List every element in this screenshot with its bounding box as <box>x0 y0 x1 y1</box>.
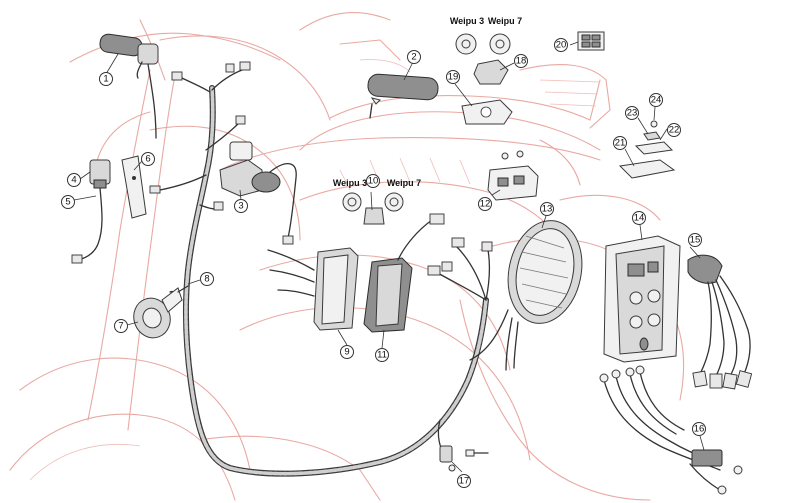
connector-label-mid-right: Weipu 7 <box>387 178 421 188</box>
callout-6: 6 <box>141 152 155 166</box>
svg-text:4: 4 <box>71 175 76 186</box>
callout-11: 11 <box>375 348 389 362</box>
callout-10: 10 <box>366 174 380 188</box>
callout-16: 16 <box>692 422 706 436</box>
callout-18: 18 <box>514 54 528 68</box>
callout-21: 21 <box>613 136 627 150</box>
svg-text:10: 10 <box>368 176 379 187</box>
svg-text:12: 12 <box>480 199 491 210</box>
motor-cover <box>505 220 583 371</box>
svg-text:18: 18 <box>516 56 527 67</box>
callout-2: 2 <box>407 50 421 64</box>
svg-text:6: 6 <box>145 154 150 165</box>
callout-9: 9 <box>340 345 354 359</box>
svg-text:17: 17 <box>459 476 470 487</box>
left-grip <box>99 33 159 139</box>
callout-3: 3 <box>234 199 248 213</box>
svg-text:7: 7 <box>118 321 123 332</box>
right-grip <box>367 73 439 119</box>
svg-text:1: 1 <box>103 74 108 85</box>
callout-1: 1 <box>99 72 113 86</box>
leader-lines <box>73 41 705 473</box>
callout-15: 15 <box>688 233 702 247</box>
connector-label-mid-left: Weipu 3 <box>333 178 367 188</box>
svg-text:16: 16 <box>694 424 705 435</box>
svg-text:19: 19 <box>448 72 459 83</box>
svg-text:20: 20 <box>556 40 567 51</box>
callout-7: 7 <box>114 319 128 333</box>
svg-text:9: 9 <box>344 347 349 358</box>
battery-cable <box>599 365 743 495</box>
svg-text:2: 2 <box>411 52 416 63</box>
dc-converter <box>363 213 445 333</box>
top-connector-set <box>455 33 513 125</box>
svg-text:5: 5 <box>65 197 70 208</box>
gasket-cluster <box>618 120 676 179</box>
callout-22: 22 <box>667 123 681 137</box>
svg-text:15: 15 <box>690 235 701 246</box>
callout-13: 13 <box>540 202 554 216</box>
callout-14: 14 <box>632 211 646 225</box>
connector-label-top-left: Weipu 3 <box>450 16 484 26</box>
horn <box>133 285 189 339</box>
charger-plug <box>71 159 111 264</box>
svg-text:24: 24 <box>651 95 662 106</box>
svg-text:23: 23 <box>627 108 638 119</box>
mount-bracket <box>121 155 147 219</box>
svg-text:22: 22 <box>669 125 680 136</box>
svg-text:3: 3 <box>238 201 243 212</box>
keypad <box>577 31 605 51</box>
callout-4: 4 <box>67 173 81 187</box>
callout-8: 8 <box>200 272 214 286</box>
callout-19: 19 <box>446 70 460 84</box>
cable-loom <box>687 254 753 390</box>
ignition-switch <box>219 141 297 245</box>
control-unit <box>603 235 681 363</box>
callout-23: 23 <box>625 106 639 120</box>
svg-text:13: 13 <box>542 204 553 215</box>
relay-block <box>487 150 539 201</box>
callout-20: 20 <box>554 38 568 52</box>
callout-12: 12 <box>478 197 492 211</box>
callout-5: 5 <box>61 195 75 209</box>
harness-plugs <box>149 61 493 276</box>
connector-label-top-right: Weipu 7 <box>488 16 522 26</box>
svg-text:11: 11 <box>377 350 387 361</box>
mid-connectors <box>342 192 404 225</box>
controller-bracket <box>267 247 359 331</box>
callout-24: 24 <box>649 93 663 107</box>
brake-sensor <box>437 419 489 472</box>
svg-text:21: 21 <box>615 138 626 149</box>
svg-text:8: 8 <box>204 274 209 285</box>
callout-17: 17 <box>457 474 471 488</box>
svg-text:14: 14 <box>634 213 645 224</box>
